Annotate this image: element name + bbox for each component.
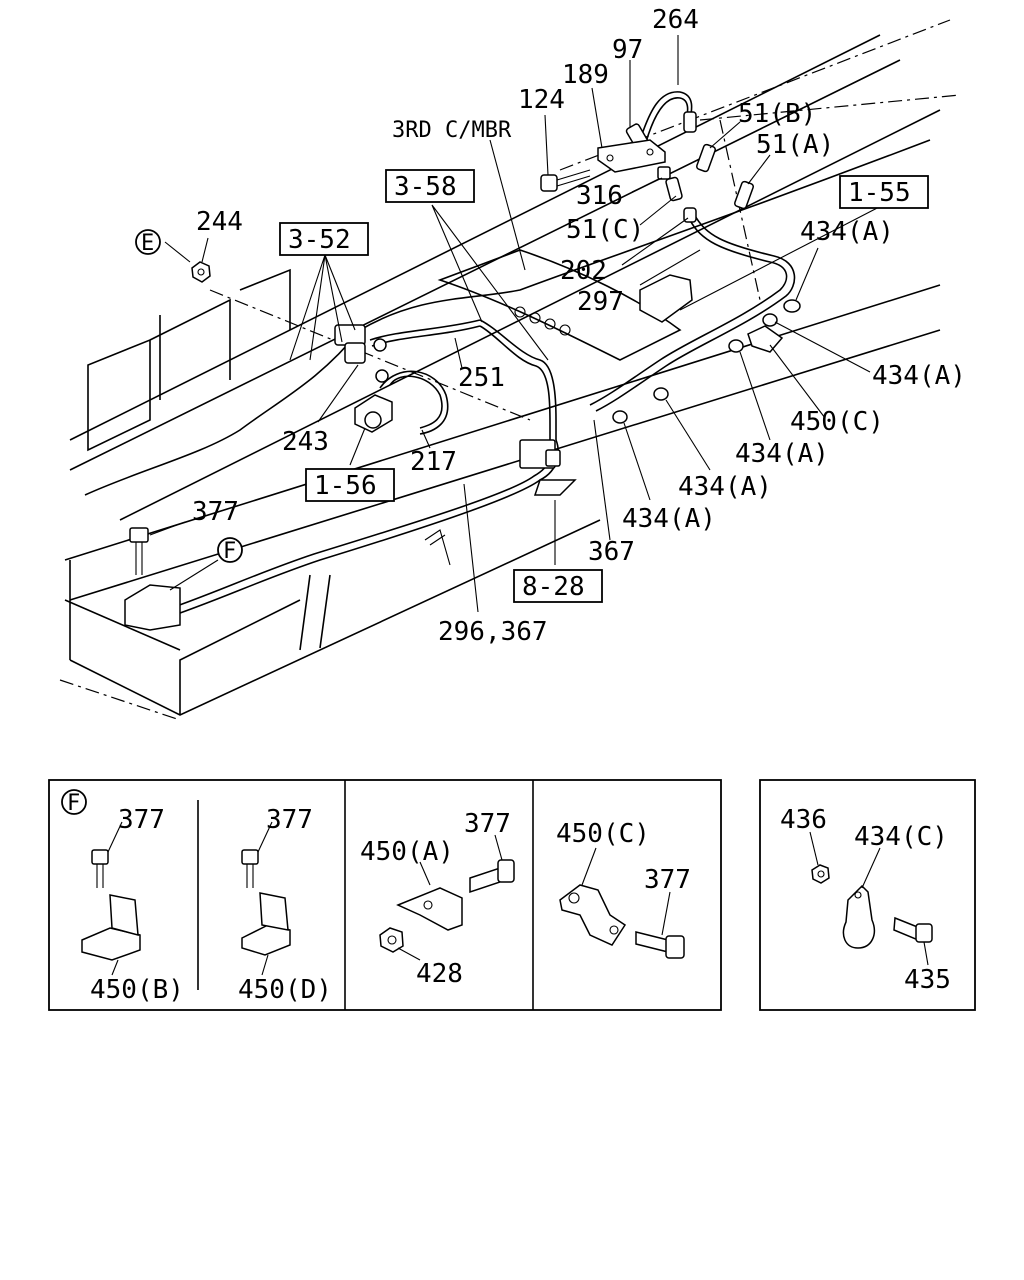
callout-244: 244	[196, 207, 243, 237]
detail-434c-clip: 434(C)	[854, 822, 948, 852]
callout-labels: 264 97 189 124 51(B) 51(A) 3RD C/MBR 316…	[192, 5, 966, 647]
detail-f-left-bracket: 450(B)	[90, 975, 184, 1005]
brake-pipes	[153, 91, 796, 621]
callout-316: 316	[576, 181, 623, 211]
detail-450c: 450(C) 377	[556, 819, 691, 959]
detail-f-right-bolt: 377	[266, 805, 313, 835]
leader-lines	[149, 35, 884, 613]
callout-251: 251	[458, 363, 505, 393]
reference-boxes: 3-58 3-52 1-55 1-56 8-28	[279, 169, 929, 603]
detail-panel-main	[48, 779, 722, 1011]
callout-124: 124	[518, 85, 565, 115]
detail-434c: 436 434(C) 435	[759, 779, 976, 1011]
callout-264: 264	[652, 5, 699, 35]
detail-434c-bolt: 435	[904, 965, 951, 995]
marker-f: F	[223, 539, 236, 564]
callout-202: 202	[560, 256, 607, 286]
detail-450a: 450(A) 377 428	[360, 809, 515, 989]
detail-450a-bracket: 450(A)	[360, 837, 454, 867]
ref-8-28[interactable]: 8-28	[522, 572, 585, 602]
callout-51a: 51(A)	[756, 130, 834, 160]
callout-296-367: 296,367	[438, 617, 548, 647]
detail-f-marker: F	[67, 791, 80, 816]
callout-217: 217	[410, 447, 457, 477]
callout-434a-3: 434(A)	[735, 439, 829, 469]
callout-434a-1: 434(A)	[800, 217, 894, 247]
callout-97: 97	[612, 35, 643, 65]
callout-434a-5: 434(A)	[622, 504, 716, 534]
view-markers: E F	[135, 229, 243, 564]
callout-243: 243	[282, 427, 329, 457]
callout-377: 377	[192, 497, 239, 527]
detail-450a-bolt: 377	[464, 809, 511, 839]
callout-51b: 51(B)	[738, 99, 816, 129]
ref-3-58[interactable]: 3-58	[394, 172, 457, 202]
callout-189: 189	[562, 60, 609, 90]
detail-434c-nut: 436	[780, 805, 827, 835]
ref-1-55[interactable]: 1-55	[848, 178, 911, 208]
ref-3-52[interactable]: 3-52	[288, 225, 351, 255]
callout-434a-2: 434(A)	[872, 361, 966, 391]
callout-297: 297	[577, 287, 624, 317]
detail-450a-nut: 428	[416, 959, 463, 989]
callout-434a-4: 434(A)	[678, 472, 772, 502]
chassis-frame	[59, 19, 961, 721]
detail-450c-bracket: 450(C)	[556, 819, 650, 849]
callout-367: 367	[588, 537, 635, 567]
detail-450c-bolt: 377	[644, 865, 691, 895]
callout-3rd-cmbr: 3RD C/MBR	[392, 118, 512, 143]
ref-1-56[interactable]: 1-56	[314, 471, 377, 501]
components	[124, 111, 801, 631]
callout-450c: 450(C)	[790, 407, 884, 437]
detail-f-left-bolt: 377	[118, 805, 165, 835]
marker-e: E	[141, 231, 154, 256]
detail-f: F 377 450(B) 377 450(D)	[61, 789, 332, 1005]
callout-51c: 51(C)	[566, 215, 644, 245]
detail-f-right-bracket: 450(D)	[238, 975, 332, 1005]
